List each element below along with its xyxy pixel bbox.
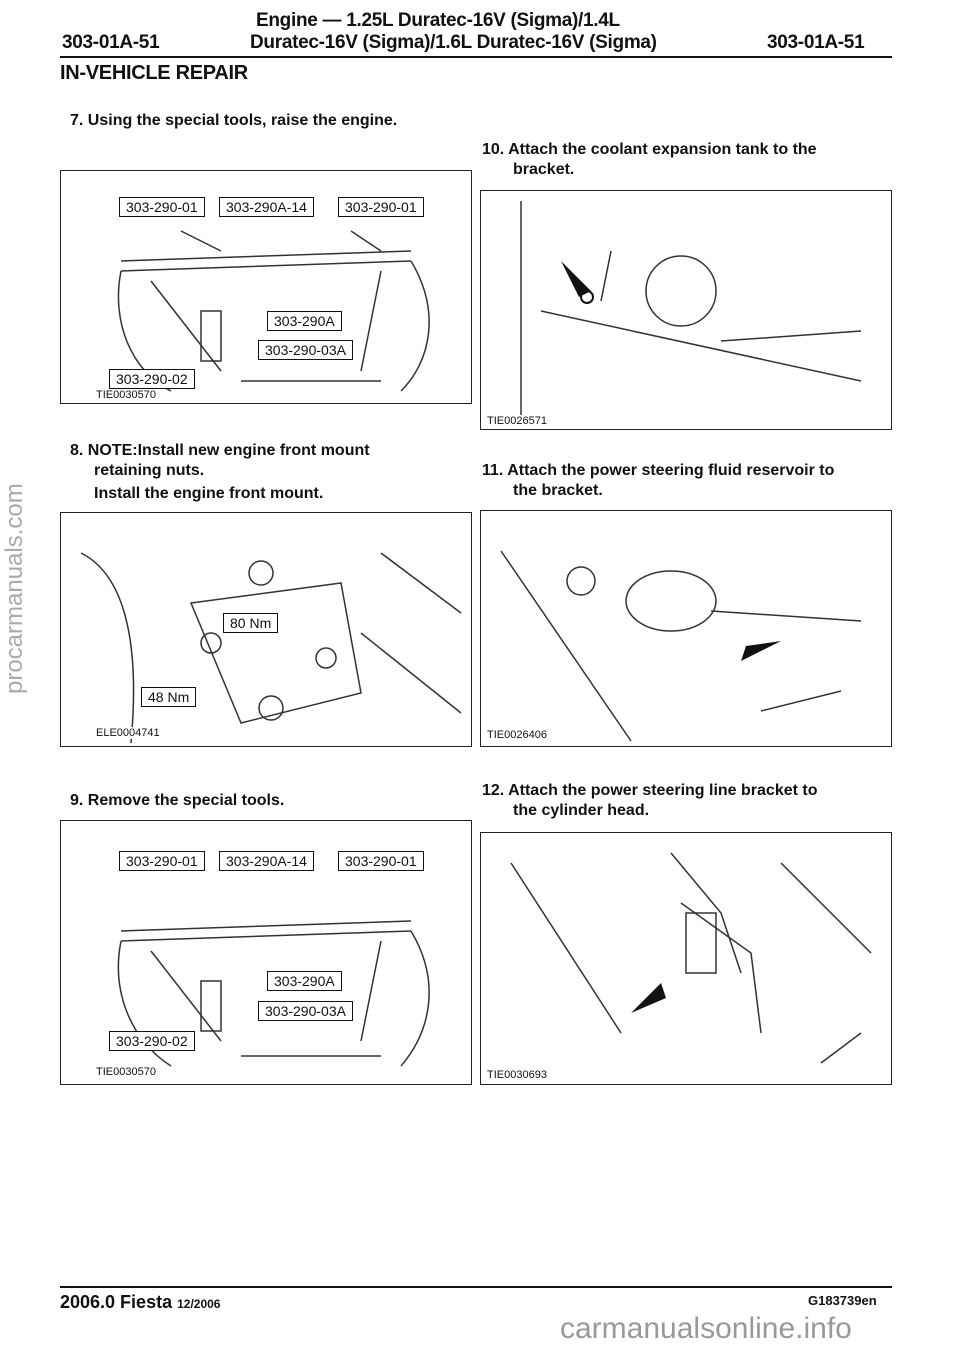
callout-tool: 303-290A-14 [219,851,314,871]
figure-id: TIE0030570 [96,389,156,401]
step-7: 7. Using the special tools, raise the en… [70,112,398,129]
coolant-tank-illustration [520,201,862,421]
figure-raise-engine: 303-290-01 303-290A-14 303-290-01 303-29… [60,170,472,404]
figure-remove-tools: 303-290-01 303-290A-14 303-290-01 303-29… [60,820,472,1085]
callout-tool: 303-290-01 [338,851,424,871]
figure-id: TIE0026406 [487,729,547,741]
footer-code: G183739en [808,1293,877,1308]
section-title: IN-VEHICLE REPAIR [60,62,248,84]
footer-rule [60,1286,892,1288]
step-12-line2: the cylinder head. [513,802,650,819]
step-8-line3: Install the engine front mount. [94,485,324,502]
ps-reservoir-illustration [500,550,862,742]
callout-torque: 48 Nm [141,687,197,707]
step-10-line1: 10. Attach the coolant expansion tank to… [482,141,817,158]
figure-ps-reservoir: TIE0026406 [480,510,892,747]
figure-engine-mount: 80 Nm 48 Nm ELE0004741 [60,512,472,747]
figure-id: ELE0004741 [96,727,160,739]
callout-tool: 303-290-01 [119,197,205,217]
header-title-line1: Engine — 1.25L Duratec-16V (Sigma)/1.4L [256,10,620,31]
figure-id: TIE0030693 [487,1069,547,1081]
step-11-line2: the bracket. [513,482,603,499]
callout-tool: 303-290A [267,311,342,331]
figure-id: TIE0026571 [487,415,547,427]
header-rule [60,56,892,58]
figure-id: TIE0030570 [96,1066,156,1078]
callout-tool: 303-290-01 [338,197,424,217]
engine-mount-illustration [80,552,462,744]
watermark-side: procarmanuals.com [1,483,28,694]
callout-torque: 80 Nm [223,613,279,633]
figure-coolant-tank: TIE0026571 [480,190,892,430]
callout-tool: 303-290-02 [109,1031,195,1051]
step-9: 9. Remove the special tools. [70,792,285,809]
engine-illustration [117,920,430,1067]
callout-tool: 303-290A [267,971,342,991]
step-10-line2: bracket. [513,161,575,178]
page-number-right: 303-01A-51 [767,32,865,53]
step-8-line2: retaining nuts. [94,462,205,479]
watermark-bottom: carmanualsonline.info [560,1312,852,1345]
ps-line-illustration [510,852,872,1064]
callout-tool: 303-290-03A [258,340,353,360]
callout-tool: 303-290-03A [258,1001,353,1021]
figure-ps-line-bracket: TIE0030693 [480,832,892,1085]
step-8-line1: 8. NOTE:Install new engine front mount [70,442,370,459]
footer-model: 2006.0 Fiesta 12/2006 [60,1292,220,1313]
callout-tool: 303-290-01 [119,851,205,871]
callout-tool: 303-290A-14 [219,197,314,217]
callout-tool: 303-290-02 [109,369,195,389]
step-12-line1: 12. Attach the power steering line brack… [482,782,818,799]
engine-illustration [117,230,430,392]
footer-date: 12/2006 [177,1297,221,1311]
header-title-line2: Duratec-16V (Sigma)/1.6L Duratec-16V (Si… [250,32,657,53]
step-11-line1: 11. Attach the power steering fluid rese… [482,462,835,479]
page-number-left: 303-01A-51 [62,32,160,53]
footer-model-name: 2006.0 Fiesta [60,1292,173,1312]
